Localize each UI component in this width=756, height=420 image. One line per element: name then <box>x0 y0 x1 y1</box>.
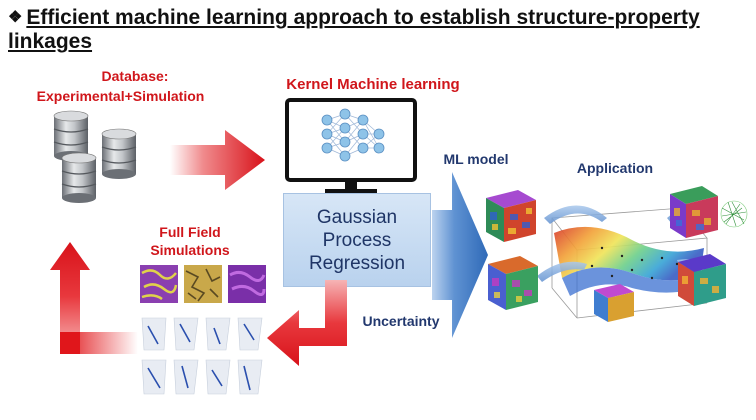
microstructure-thumbnail-icon <box>228 265 266 303</box>
database-sub-label: Experimental+Simulation <box>36 88 205 104</box>
simulation-stress-field-images <box>141 317 263 395</box>
green-particle-cluster-icon <box>720 200 748 228</box>
full-field-sub-label: Simulations <box>150 242 230 258</box>
microstructure-cube-icon <box>678 254 726 306</box>
gaussian-process-regression-box: Gaussian Process Regression <box>283 193 431 287</box>
full-field-label: Full Field <box>159 224 221 240</box>
slide-title-text: Efficient machine learning approach to e… <box>8 6 700 53</box>
microstructure-cube-icon <box>670 186 718 238</box>
slide-title: ❖Efficient machine learning approach to … <box>8 6 748 54</box>
diamond-bullet-icon: ❖ <box>8 9 23 26</box>
red-up-arrow-icon <box>50 242 138 354</box>
microstructure-thumbnail-icon <box>184 265 222 303</box>
gpr-line-1: Gaussian <box>316 206 398 228</box>
red-down-left-arrow-icon <box>267 280 347 366</box>
simulation-microstructure-images <box>140 265 266 303</box>
uncertainty-label: Uncertainty <box>362 313 440 329</box>
application-surface-plot-icon <box>486 186 748 322</box>
kernel-ml-label: Kernel Machine learning <box>286 76 460 93</box>
blue-right-arrow-icon <box>432 172 488 338</box>
microstructure-cube-icon <box>486 190 536 242</box>
database-stack-icon <box>53 110 137 203</box>
red-right-arrow-icon <box>170 130 265 190</box>
gpr-line-3: Regression <box>308 252 406 274</box>
ml-model-label: ML model <box>443 151 509 167</box>
neural-network-monitor-icon <box>285 98 417 194</box>
microstructure-thumbnail-icon <box>140 265 178 303</box>
microstructure-cube-icon <box>488 256 538 310</box>
database-cylinder-icon <box>61 152 97 203</box>
database-label: Database: <box>101 68 169 84</box>
gpr-line-2: Process <box>322 229 392 251</box>
database-cylinder-icon <box>101 128 137 179</box>
application-label: Application <box>576 160 654 176</box>
microstructure-cube-icon <box>594 284 634 322</box>
